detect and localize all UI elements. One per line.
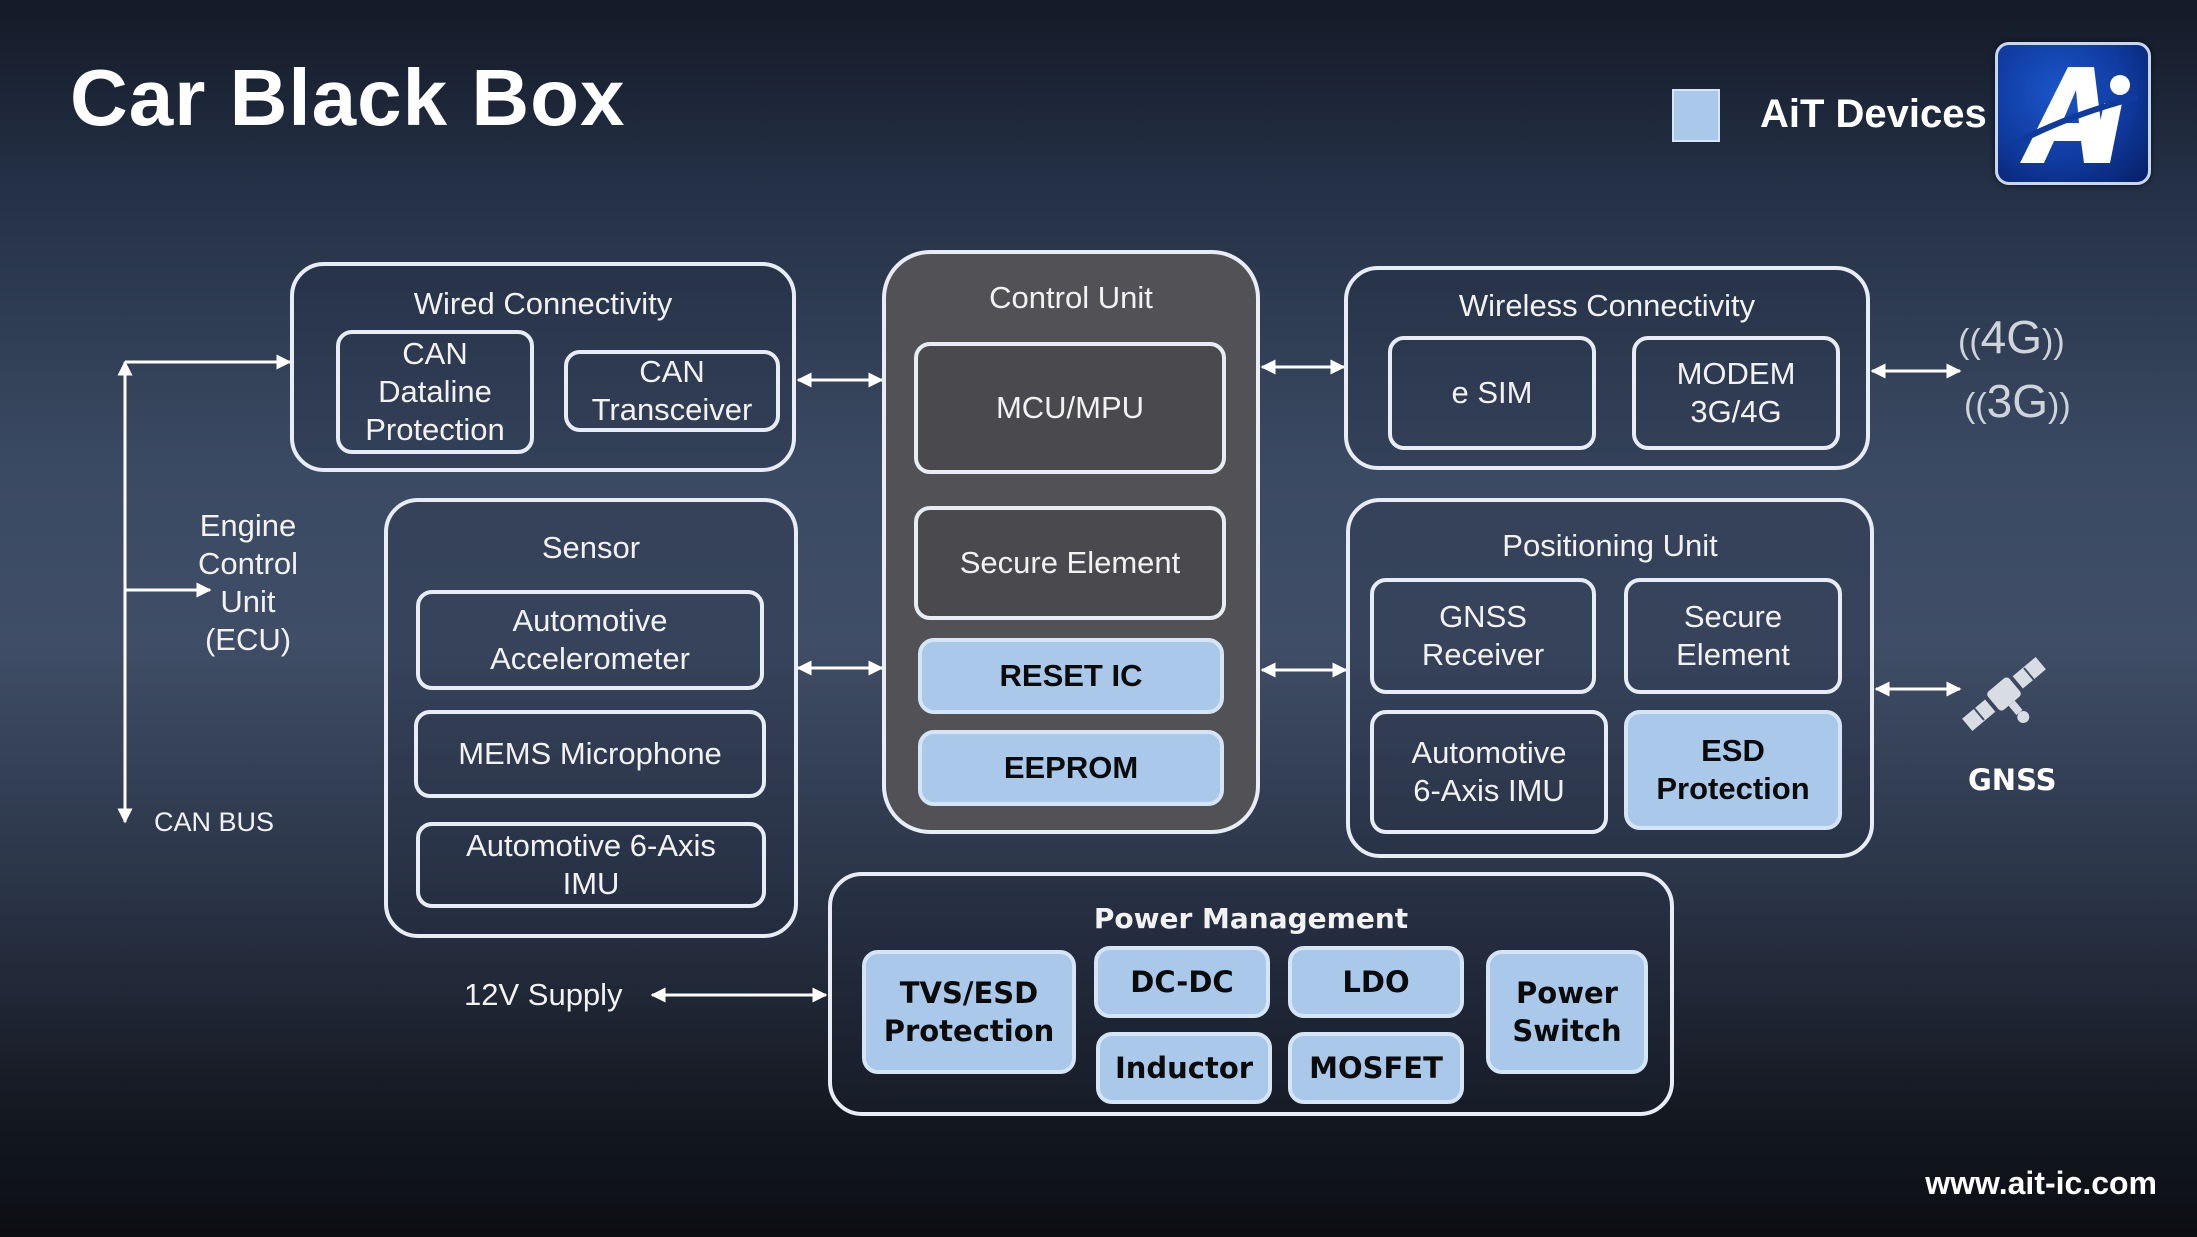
esim-box: e SIM <box>1388 336 1596 450</box>
control-unit-group: Control Unit MCU/MPU Secure Element RESE… <box>882 250 1260 834</box>
dc-dc-box: DC-DC <box>1094 946 1270 1018</box>
wired-connectivity-group: Wired Connectivity CAN Dataline Protecti… <box>290 262 796 472</box>
3g-label: 3G <box>1986 375 2049 427</box>
automotive-accelerometer-box: Automotive Accelerometer <box>416 590 764 690</box>
ldo-box: LDO <box>1288 946 1464 1018</box>
page-title: Car Black Box <box>70 53 626 142</box>
control-unit-title: Control Unit <box>989 280 1153 315</box>
gnss-receiver-box: GNSS Receiver <box>1370 578 1596 694</box>
wireless-connectivity-group: Wireless Connectivity e SIM MODEM 3G/4G <box>1344 266 1870 470</box>
power-management-title: Power Management <box>1093 902 1409 935</box>
modem-box: MODEM 3G/4G <box>1632 336 1840 450</box>
can-transceiver-box: CAN Transceiver <box>564 350 780 432</box>
wireless-connectivity-title: Wireless Connectivity <box>1458 288 1756 323</box>
can-dataline-protection-box: CAN Dataline Protection <box>336 330 534 454</box>
positioning-unit-group: Positioning Unit GNSS Receiver Secure El… <box>1346 498 1874 858</box>
tvs-esd-protection-box: TVS/ESD Protection <box>862 950 1076 1074</box>
mosfet-box: MOSFET <box>1288 1032 1464 1104</box>
sensor-group: Sensor Automotive Accelerometer MEMS Mic… <box>384 498 798 938</box>
can-bus-label: CAN BUS <box>154 807 275 837</box>
positioning-unit-title: Positioning Unit <box>1502 528 1718 563</box>
secure-element-box: Secure Element <box>914 506 1226 620</box>
power-management-group: Power Management TVS/ESD Protection DC-D… <box>828 872 1674 1116</box>
mcu-mpu-box: MCU/MPU <box>914 342 1226 474</box>
positioning-6axis-imu-box: Automotive 6-Axis IMU <box>1370 710 1608 834</box>
sensor-title: Sensor <box>541 530 641 565</box>
legend-label: AiT Devices <box>1760 92 1987 136</box>
website-url[interactable]: www.ait-ic.com <box>1925 1165 2157 1201</box>
reset-ic-box: RESET IC <box>918 638 1224 714</box>
ait-logo <box>1995 42 2151 185</box>
legend-swatch <box>1672 89 1720 142</box>
mems-microphone-box: MEMS Microphone <box>414 710 766 798</box>
satellite-icon <box>1962 657 2046 731</box>
inductor-box: Inductor <box>1096 1032 1272 1104</box>
ecu-label: Engine Control Unit (ECU) <box>198 508 298 657</box>
4g-icon: ((4G)) <box>1958 311 2065 363</box>
power-switch-box: Power Switch <box>1486 950 1648 1074</box>
gnss-label: GNSS <box>1968 763 2057 797</box>
eeprom-box: EEPROM <box>918 730 1224 806</box>
esd-protection-box: ESD Protection <box>1624 710 1842 830</box>
3g-icon: ((3G)) <box>1964 375 2071 427</box>
positioning-secure-element-box: Secure Element <box>1624 578 1842 694</box>
supply-label: 12V Supply <box>464 977 623 1012</box>
wired-connectivity-title: Wired Connectivity <box>413 286 673 321</box>
4g-label: 4G <box>1980 311 2043 363</box>
automotive-6axis-imu-box: Automotive 6-Axis IMU <box>416 822 766 908</box>
